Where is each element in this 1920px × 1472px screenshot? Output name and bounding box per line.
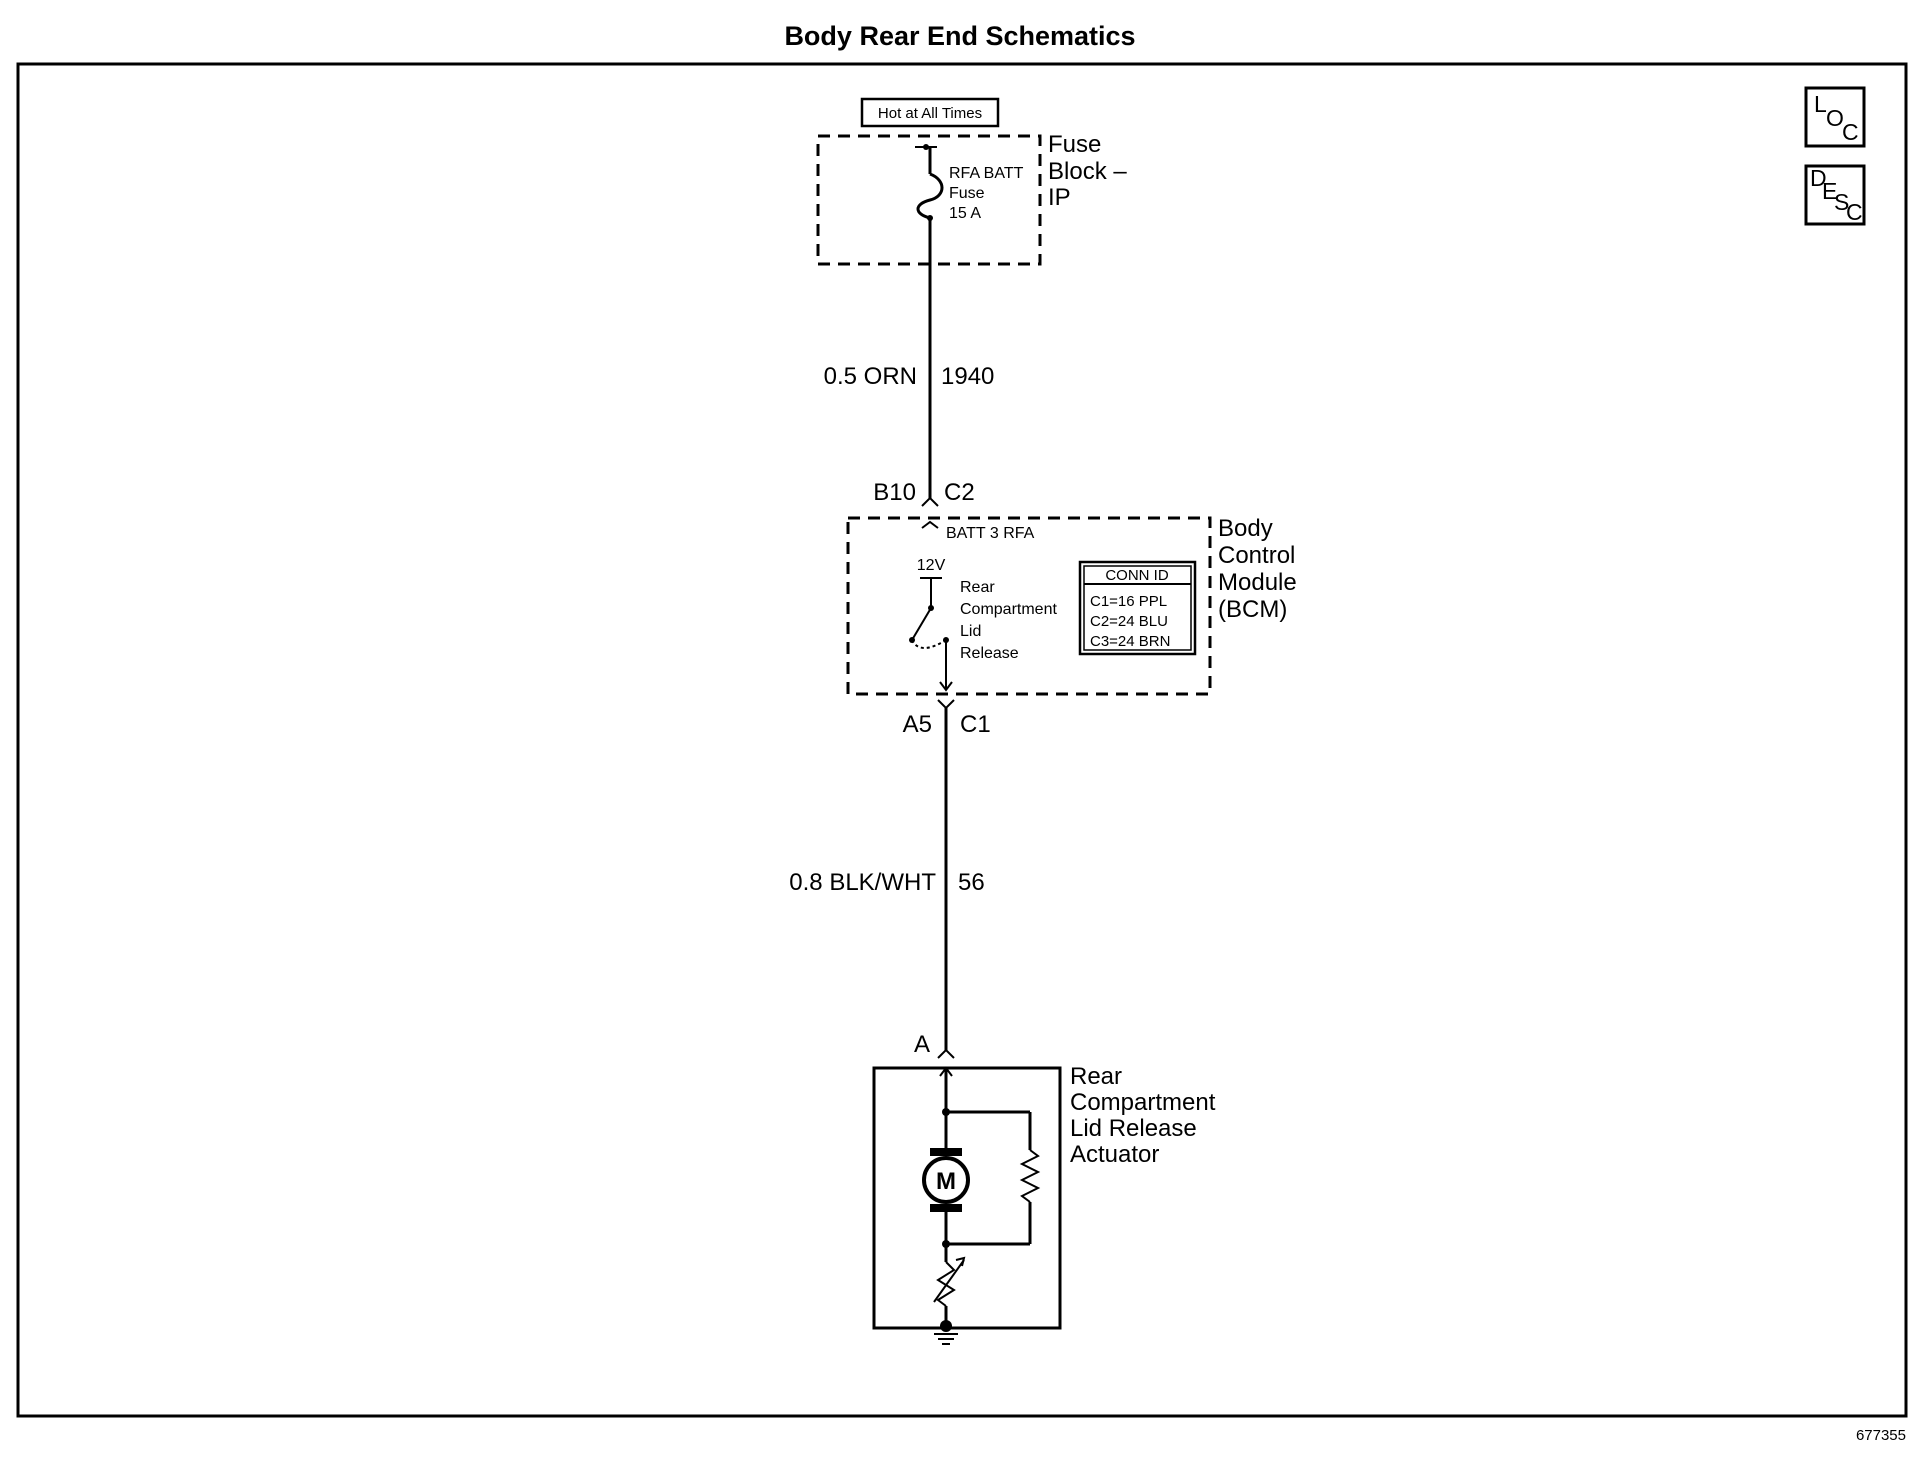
connector-c1-symbol bbox=[937, 699, 955, 710]
svg-text:C: C bbox=[1846, 199, 1863, 225]
wire-2-circuit: 56 bbox=[958, 869, 985, 896]
wire-1-spec: 0.5 ORN bbox=[824, 363, 917, 390]
conn-id-table: CONN ID C1=16 PPL C2=24 BLU C3=24 BRN bbox=[1078, 560, 1197, 656]
svg-text:Lid Release: Lid Release bbox=[1070, 1115, 1197, 1142]
loc-icon[interactable]: L O C bbox=[1804, 86, 1866, 148]
svg-text:(BCM): (BCM) bbox=[1218, 596, 1287, 623]
svg-text:Hot at All Times: Hot at All Times bbox=[878, 105, 982, 122]
svg-text:15 A: 15 A bbox=[949, 205, 981, 222]
svg-text:Compartment: Compartment bbox=[1070, 1089, 1216, 1116]
svg-text:IP: IP bbox=[1048, 184, 1071, 211]
svg-text:Control: Control bbox=[1218, 542, 1295, 569]
release-switch-symbol bbox=[909, 577, 953, 692]
connector-in-pin: B10 bbox=[873, 479, 916, 506]
svg-text:Fuse: Fuse bbox=[949, 185, 985, 202]
svg-text:Actuator: Actuator bbox=[1070, 1141, 1159, 1168]
svg-text:RFA BATT: RFA BATT bbox=[949, 165, 1024, 182]
svg-text:M: M bbox=[936, 1168, 956, 1195]
svg-text:Fuse: Fuse bbox=[1048, 131, 1101, 158]
bcm-voltage-label: 12V bbox=[917, 557, 946, 574]
svg-text:E: E bbox=[1822, 178, 1837, 204]
svg-text:Lid: Lid bbox=[960, 623, 981, 640]
conn-id-header: CONN ID bbox=[1105, 567, 1169, 584]
fuse-symbol bbox=[915, 144, 944, 221]
wire-2-spec: 0.8 BLK/WHT bbox=[789, 869, 936, 896]
fuse-label: RFA BATT Fuse 15 A bbox=[949, 165, 1024, 222]
connector-c2-symbol bbox=[921, 496, 939, 507]
bcm-terminal-label: BATT 3 RFA bbox=[946, 525, 1035, 542]
motor-icon: M bbox=[922, 1156, 970, 1204]
bcm-outline bbox=[846, 516, 1212, 696]
svg-text:D: D bbox=[1810, 165, 1827, 191]
svg-text:Rear: Rear bbox=[1070, 1063, 1122, 1090]
fuse-block-label: Fuse Block – IP bbox=[1048, 131, 1127, 211]
connector-c2-female bbox=[921, 520, 939, 529]
svg-text:L: L bbox=[1814, 91, 1827, 117]
svg-text:Body: Body bbox=[1218, 515, 1273, 542]
connector-out-pin: A5 bbox=[903, 711, 932, 738]
figure-number: 677355 bbox=[1856, 1427, 1906, 1444]
svg-text:Module: Module bbox=[1218, 569, 1297, 596]
svg-text:Rear: Rear bbox=[960, 579, 995, 596]
actuator-outline bbox=[872, 1066, 1062, 1330]
connector-in-id: C2 bbox=[944, 479, 975, 506]
actuator-label: Rear Compartment Lid Release Actuator bbox=[1070, 1063, 1216, 1168]
page-title: Body Rear End Schematics bbox=[784, 21, 1135, 51]
actuator-pin: A bbox=[914, 1031, 930, 1058]
bcm-label: Body Control Module (BCM) bbox=[1218, 515, 1297, 623]
svg-text:S: S bbox=[1834, 189, 1849, 215]
svg-text:C: C bbox=[1842, 119, 1859, 145]
svg-text:Release: Release bbox=[960, 645, 1019, 662]
svg-text:Compartment: Compartment bbox=[960, 601, 1057, 618]
wire-1-circuit: 1940 bbox=[941, 363, 994, 390]
release-switch-label: Rear Compartment Lid Release bbox=[960, 579, 1057, 662]
svg-text:O: O bbox=[1826, 105, 1844, 131]
connector-out-id: C1 bbox=[960, 711, 991, 738]
connector-a-symbol bbox=[937, 1048, 955, 1059]
diagram-frame bbox=[16, 62, 1908, 1418]
svg-text:Block –: Block – bbox=[1048, 158, 1127, 185]
conn-id-row: C2=24 BLU bbox=[1090, 613, 1168, 630]
conn-id-row: C1=16 PPL bbox=[1090, 593, 1167, 610]
conn-id-row: C3=24 BRN bbox=[1090, 633, 1170, 650]
desc-icon[interactable]: D E S C bbox=[1804, 164, 1866, 226]
power-source-label: Hot at All Times bbox=[860, 97, 1000, 128]
actuator-circuit bbox=[930, 1066, 1041, 1345]
